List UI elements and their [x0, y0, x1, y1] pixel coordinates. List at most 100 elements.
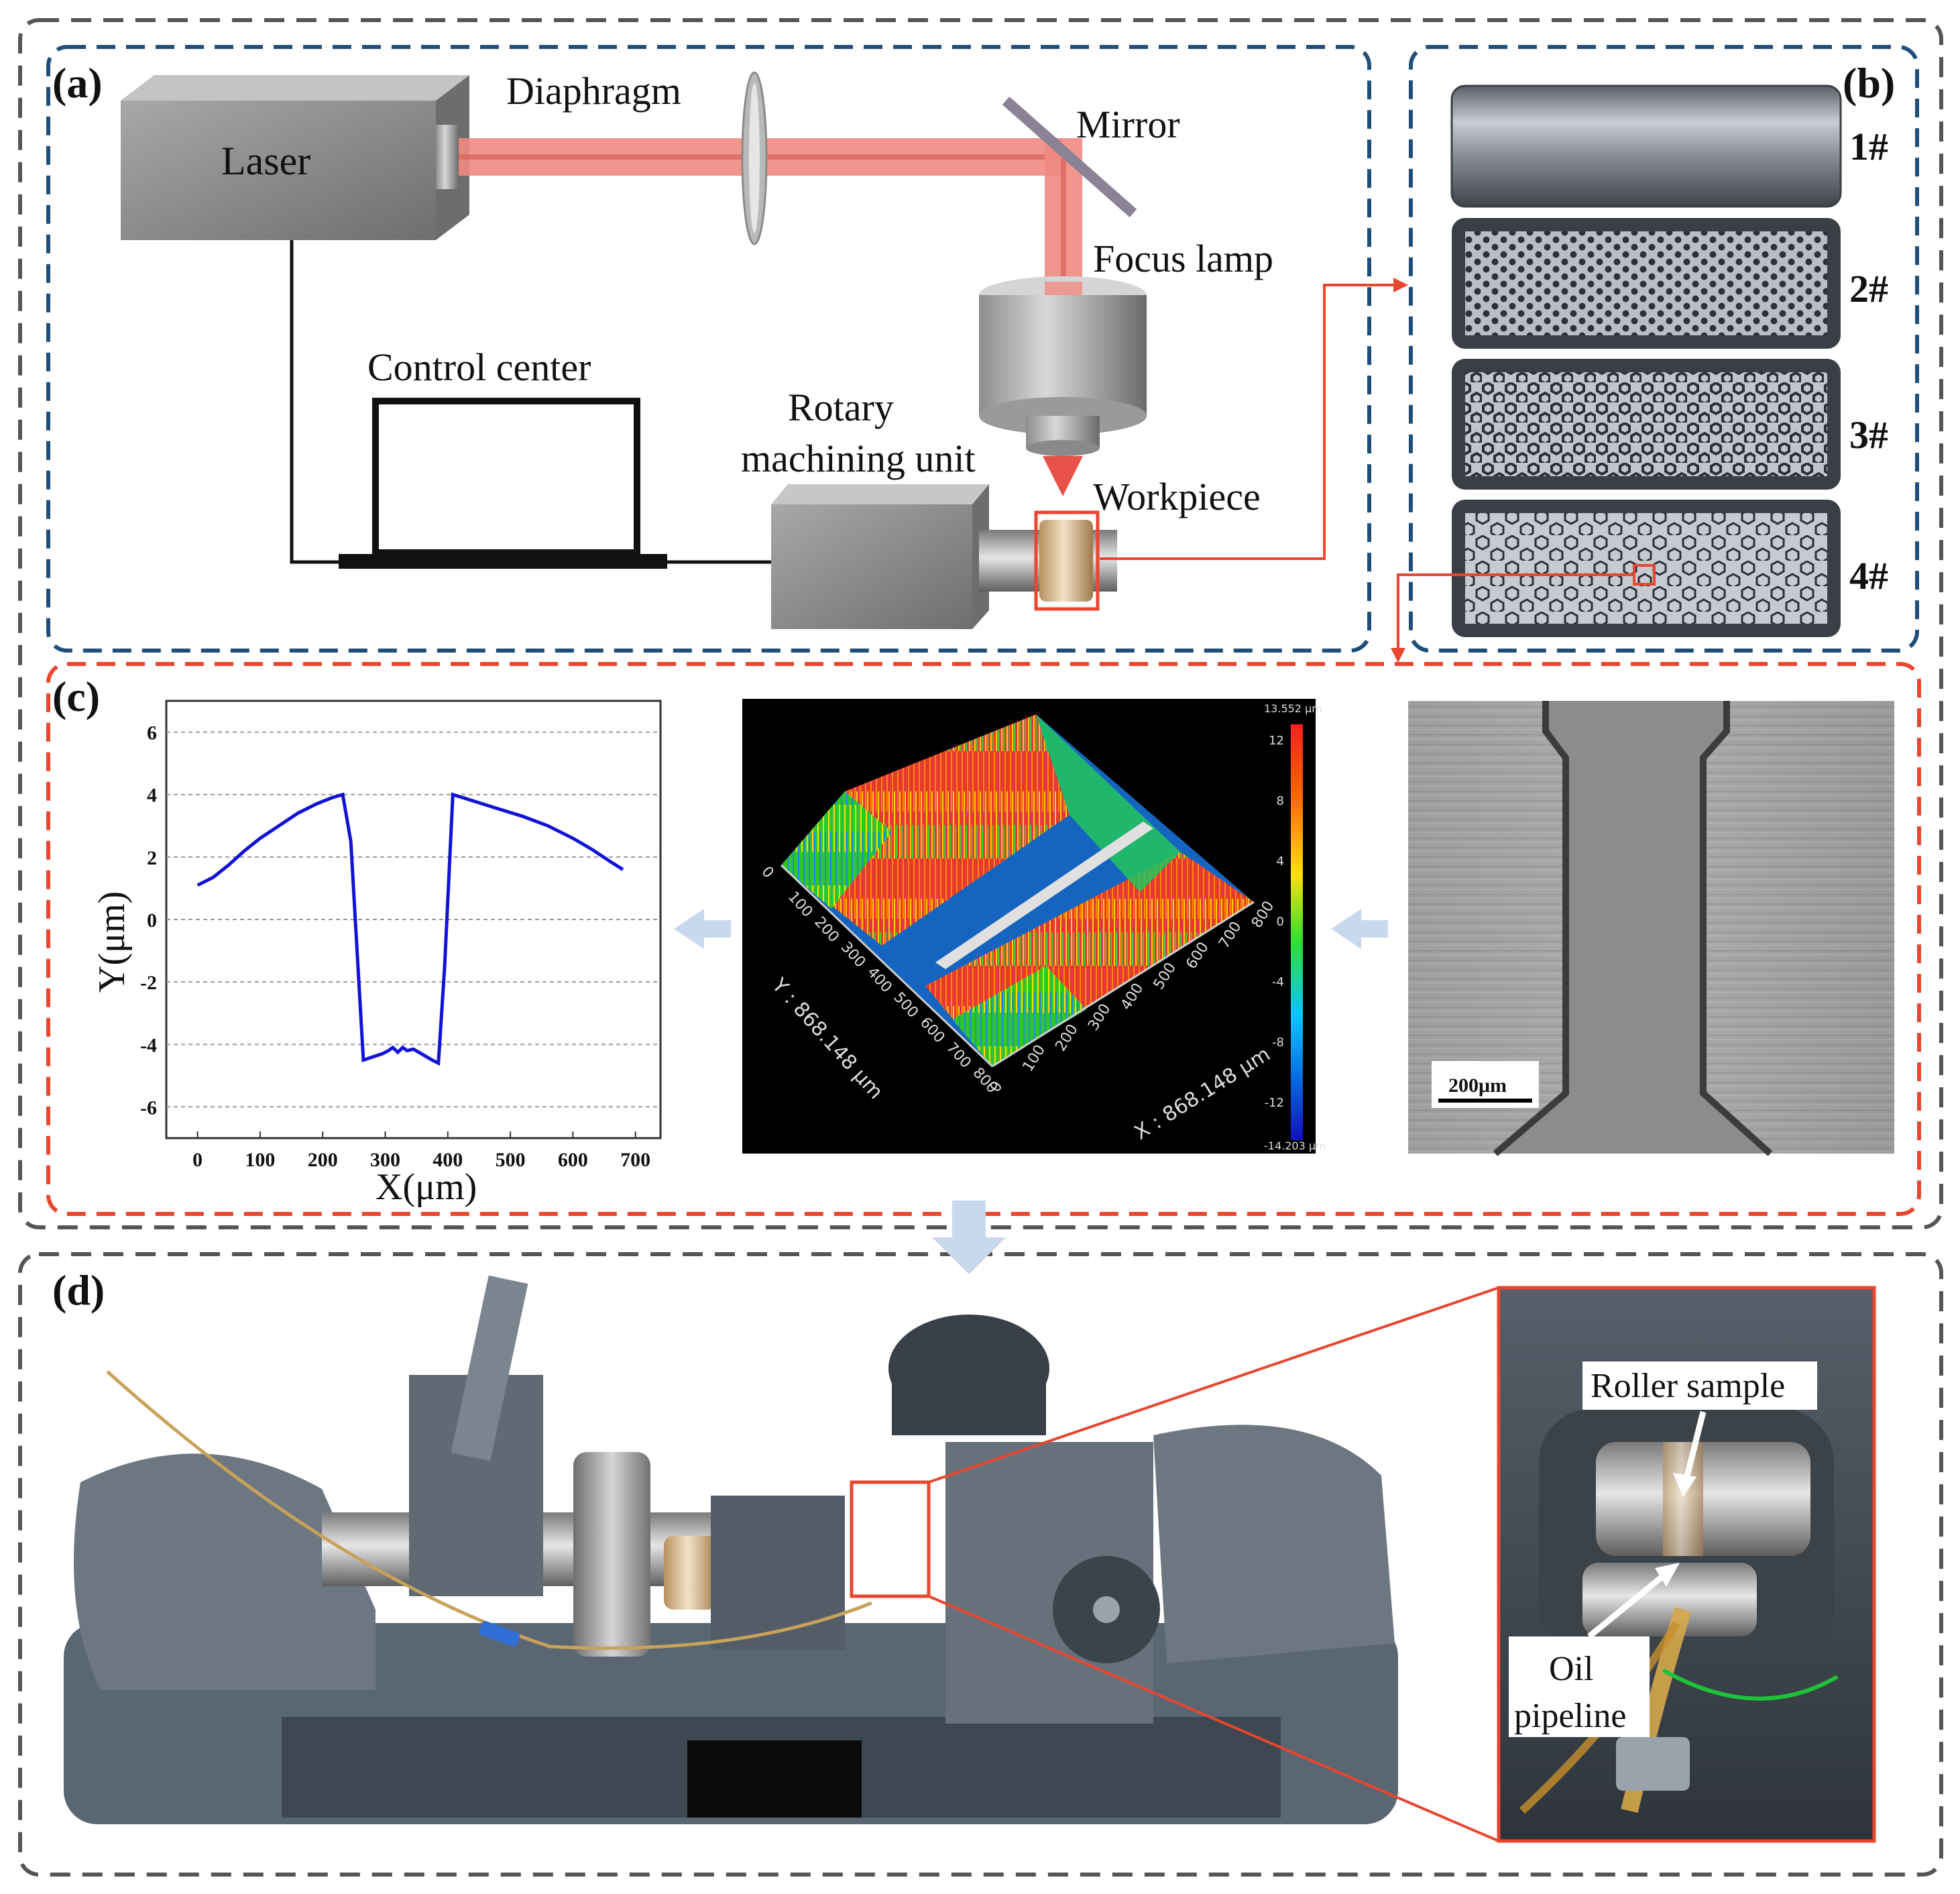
- micro-channel-edge-left: [1493, 701, 1569, 1156]
- colorbar: [1291, 724, 1303, 1140]
- mirror: Mirror: [1002, 97, 1180, 217]
- machine-opening: [687, 1740, 862, 1818]
- arrow-b-to-c-head: [1391, 648, 1405, 663]
- rotary-label-2: machining unit: [741, 437, 976, 480]
- flow-arrow-down: [932, 1201, 1006, 1274]
- mirror-label: Mirror: [1076, 103, 1180, 146]
- y-tick-label: 6: [147, 722, 157, 744]
- colorbar-tick-label: 0: [1277, 915, 1284, 929]
- x-tick-label: 200: [308, 1149, 338, 1171]
- x-tick-label: 400: [433, 1149, 463, 1171]
- zoom-line-bottom: [928, 1595, 1499, 1842]
- contact-inset: Roller sample Oil pipeline: [1497, 1286, 1876, 1843]
- y-tick-label: 0: [147, 909, 157, 932]
- oil-pointer: [1587, 1573, 1665, 1639]
- arrow-a-to-b-head: [1393, 278, 1408, 292]
- surface-left-plateau: [781, 714, 1070, 946]
- colorbar-max: 13.552 μm: [1264, 702, 1322, 715]
- y-tick-label: -2: [140, 972, 157, 994]
- axis-3d-x: [992, 901, 1255, 1068]
- rotary-label-1: Rotary: [788, 386, 894, 429]
- sample-1-label: 1#: [1849, 125, 1888, 168]
- sample-4: 4#: [1452, 500, 1888, 637]
- oil-label-bg: [1509, 1636, 1650, 1737]
- control-center-label: Control center: [367, 345, 591, 389]
- x-tick-label: 100: [245, 1149, 275, 1171]
- arrow-b-to-c: [1397, 573, 1634, 651]
- y-axis-label: Y(μm): [91, 891, 133, 993]
- laser-label: Laser: [221, 139, 310, 183]
- x-tick-label: 0: [192, 1149, 203, 1171]
- panel-label-d: (d): [52, 1266, 105, 1314]
- oil-label-2: pipeline: [1514, 1697, 1627, 1735]
- flow-arrow-left: [674, 909, 731, 949]
- workpiece-label: Workpiece: [1093, 475, 1261, 518]
- right-housing: [1153, 1425, 1395, 1663]
- surface-right-edge: [952, 966, 1086, 1066]
- control-wire: [290, 240, 376, 564]
- y-tick-label: 2: [147, 847, 157, 869]
- x-tick-label: 300: [370, 1149, 400, 1171]
- left-arm: [451, 1275, 528, 1461]
- panel-label-b: (b): [1843, 59, 1895, 107]
- oil-pointer-head: [1655, 1563, 1680, 1587]
- inset-green-wire: [1662, 1668, 1839, 1701]
- colorbar-min: -14.203 μm: [1264, 1139, 1326, 1152]
- focus-lamp: Focus lamp: [979, 237, 1273, 496]
- rotary-unit: Rotary machining unit Workpiece: [741, 386, 1261, 629]
- micro-channel-edge-right: [1700, 701, 1773, 1156]
- colorbar-tick-label: -8: [1272, 1036, 1284, 1050]
- panel-b: 1# 2# 3# 4#: [1391, 85, 1888, 663]
- colorbar-tick-label: 12: [1269, 734, 1284, 748]
- inset-counter-roller: [1582, 1563, 1757, 1636]
- sample-2: 2#: [1452, 218, 1888, 349]
- panel-d: Roller sample Oil pipeline: [64, 1275, 1876, 1843]
- panel-label-a: (a): [52, 59, 103, 107]
- laser-unit: Laser: [121, 75, 469, 240]
- colorbar-tick-label: 8: [1277, 794, 1284, 808]
- inset-border: [1497, 1286, 1876, 1843]
- x-tick-label: 600: [558, 1149, 588, 1171]
- surface-section-plane: [935, 822, 1153, 969]
- roller-sample-label: Roller sample: [1591, 1367, 1785, 1405]
- test-machine: [64, 1275, 1499, 1842]
- diaphragm: Diaphragm: [506, 69, 768, 245]
- colorbar-tick-label: -4: [1272, 975, 1284, 989]
- roller-pointer: [1683, 1410, 1707, 1480]
- oil-pipe-line: [106, 1370, 872, 1650]
- large-drum: [573, 1452, 650, 1657]
- oil-label-1: Oil: [1549, 1650, 1593, 1688]
- scale-bar-line: [1438, 1099, 1532, 1103]
- sample-1: 1#: [1450, 85, 1888, 208]
- workpiece-highlight: [1034, 510, 1100, 611]
- inset-roller-band: [1663, 1442, 1703, 1556]
- flow-arrow-right: [1331, 909, 1388, 949]
- scale-bar-label: 200μm: [1448, 1074, 1507, 1097]
- outer-frame-top: [18, 18, 1943, 1229]
- panel-label-c: (c): [52, 673, 100, 720]
- frame-b: [1409, 45, 1919, 653]
- frame-a: [46, 45, 1371, 653]
- colorbar-tick-label: 4: [1277, 854, 1284, 869]
- profile-series-line: [196, 792, 624, 1066]
- roller-pointer-head: [1673, 1473, 1696, 1497]
- sample-3: 3#: [1452, 359, 1888, 490]
- copper-roller: [664, 1536, 717, 1610]
- focus-lamp-label: Focus lamp: [1093, 237, 1273, 280]
- sample-4-label: 4#: [1849, 554, 1888, 598]
- diaphragm-label: Diaphragm: [506, 69, 681, 113]
- y-tick-label: -4: [140, 1034, 157, 1056]
- sample-2-label: 2#: [1849, 267, 1888, 311]
- y-tick-label: 4: [147, 785, 157, 807]
- inset-nozzle: [1616, 1737, 1690, 1791]
- upper-motor-body: [892, 1368, 1046, 1435]
- contact-zoom-box: [850, 1480, 931, 1598]
- pipe-clip: [479, 1621, 520, 1647]
- center-body: [711, 1496, 845, 1650]
- right-wheel-hub: [1093, 1596, 1120, 1623]
